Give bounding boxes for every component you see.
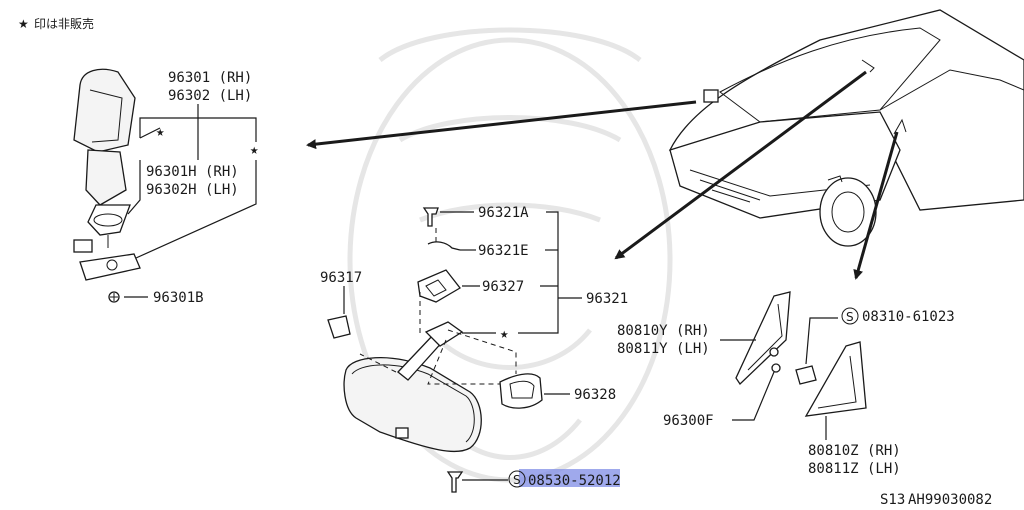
legend-text: 印は非販売 <box>34 16 94 31</box>
label-96321e: 96321E <box>478 243 529 259</box>
label-08310-61023: 08310-61023 <box>862 309 955 325</box>
label-96302h-lh: 96302H (LH) <box>146 182 239 198</box>
label-96321: 96321 <box>586 291 628 307</box>
screw-mark-s: S <box>513 473 521 487</box>
selection-highlight <box>519 469 620 487</box>
label-80811z-lh: 80811Z (LH) <box>808 461 901 477</box>
inside-mirror-dash-guides <box>359 228 517 385</box>
car-outline-drawing <box>668 9 1024 247</box>
footer-drawing-code: AH99030082 <box>908 492 992 508</box>
screw-mark-circle <box>508 470 526 488</box>
corner-finisher-drawing <box>735 291 867 417</box>
inside-mirror-drawing <box>327 207 543 493</box>
label-96300f: 96300F <box>663 413 714 429</box>
label-96327: 96327 <box>482 279 524 295</box>
label-96328: 96328 <box>574 387 616 403</box>
screw-mark-s-2: S <box>846 310 854 324</box>
label-96301h-rh: 96301H (RH) <box>146 164 239 180</box>
label-80810y-rh: 80810Y (RH) <box>617 323 710 339</box>
inside-mirror-leaders <box>343 211 582 481</box>
legend-star: ★ <box>18 17 29 31</box>
label-96317: 96317 <box>320 270 362 286</box>
screw-mark-circle-2 <box>841 307 859 325</box>
label-96321a: 96321A <box>478 205 529 221</box>
door-mirror-leaders <box>124 104 257 298</box>
star-mark-base: ★ <box>250 142 259 158</box>
footer-model: S13 <box>880 492 905 508</box>
label-96301-rh: 96301 (RH) <box>168 70 252 86</box>
label-80810z-rh: 80810Z (RH) <box>808 443 901 459</box>
label-80811y-lh: 80811Y (LH) <box>617 341 710 357</box>
label-96301b: 96301B <box>153 290 204 306</box>
label-08530-52012[interactable]: 08530-52012 <box>528 473 621 489</box>
star-mark-mirror: ★ <box>156 124 165 140</box>
pointer-arrows <box>306 70 899 280</box>
label-96302-lh: 96302 (LH) <box>168 88 252 104</box>
corner-finisher-leaders <box>720 317 838 440</box>
star-mark-inside: ★ <box>500 326 509 342</box>
door-mirror-drawing <box>73 68 141 303</box>
